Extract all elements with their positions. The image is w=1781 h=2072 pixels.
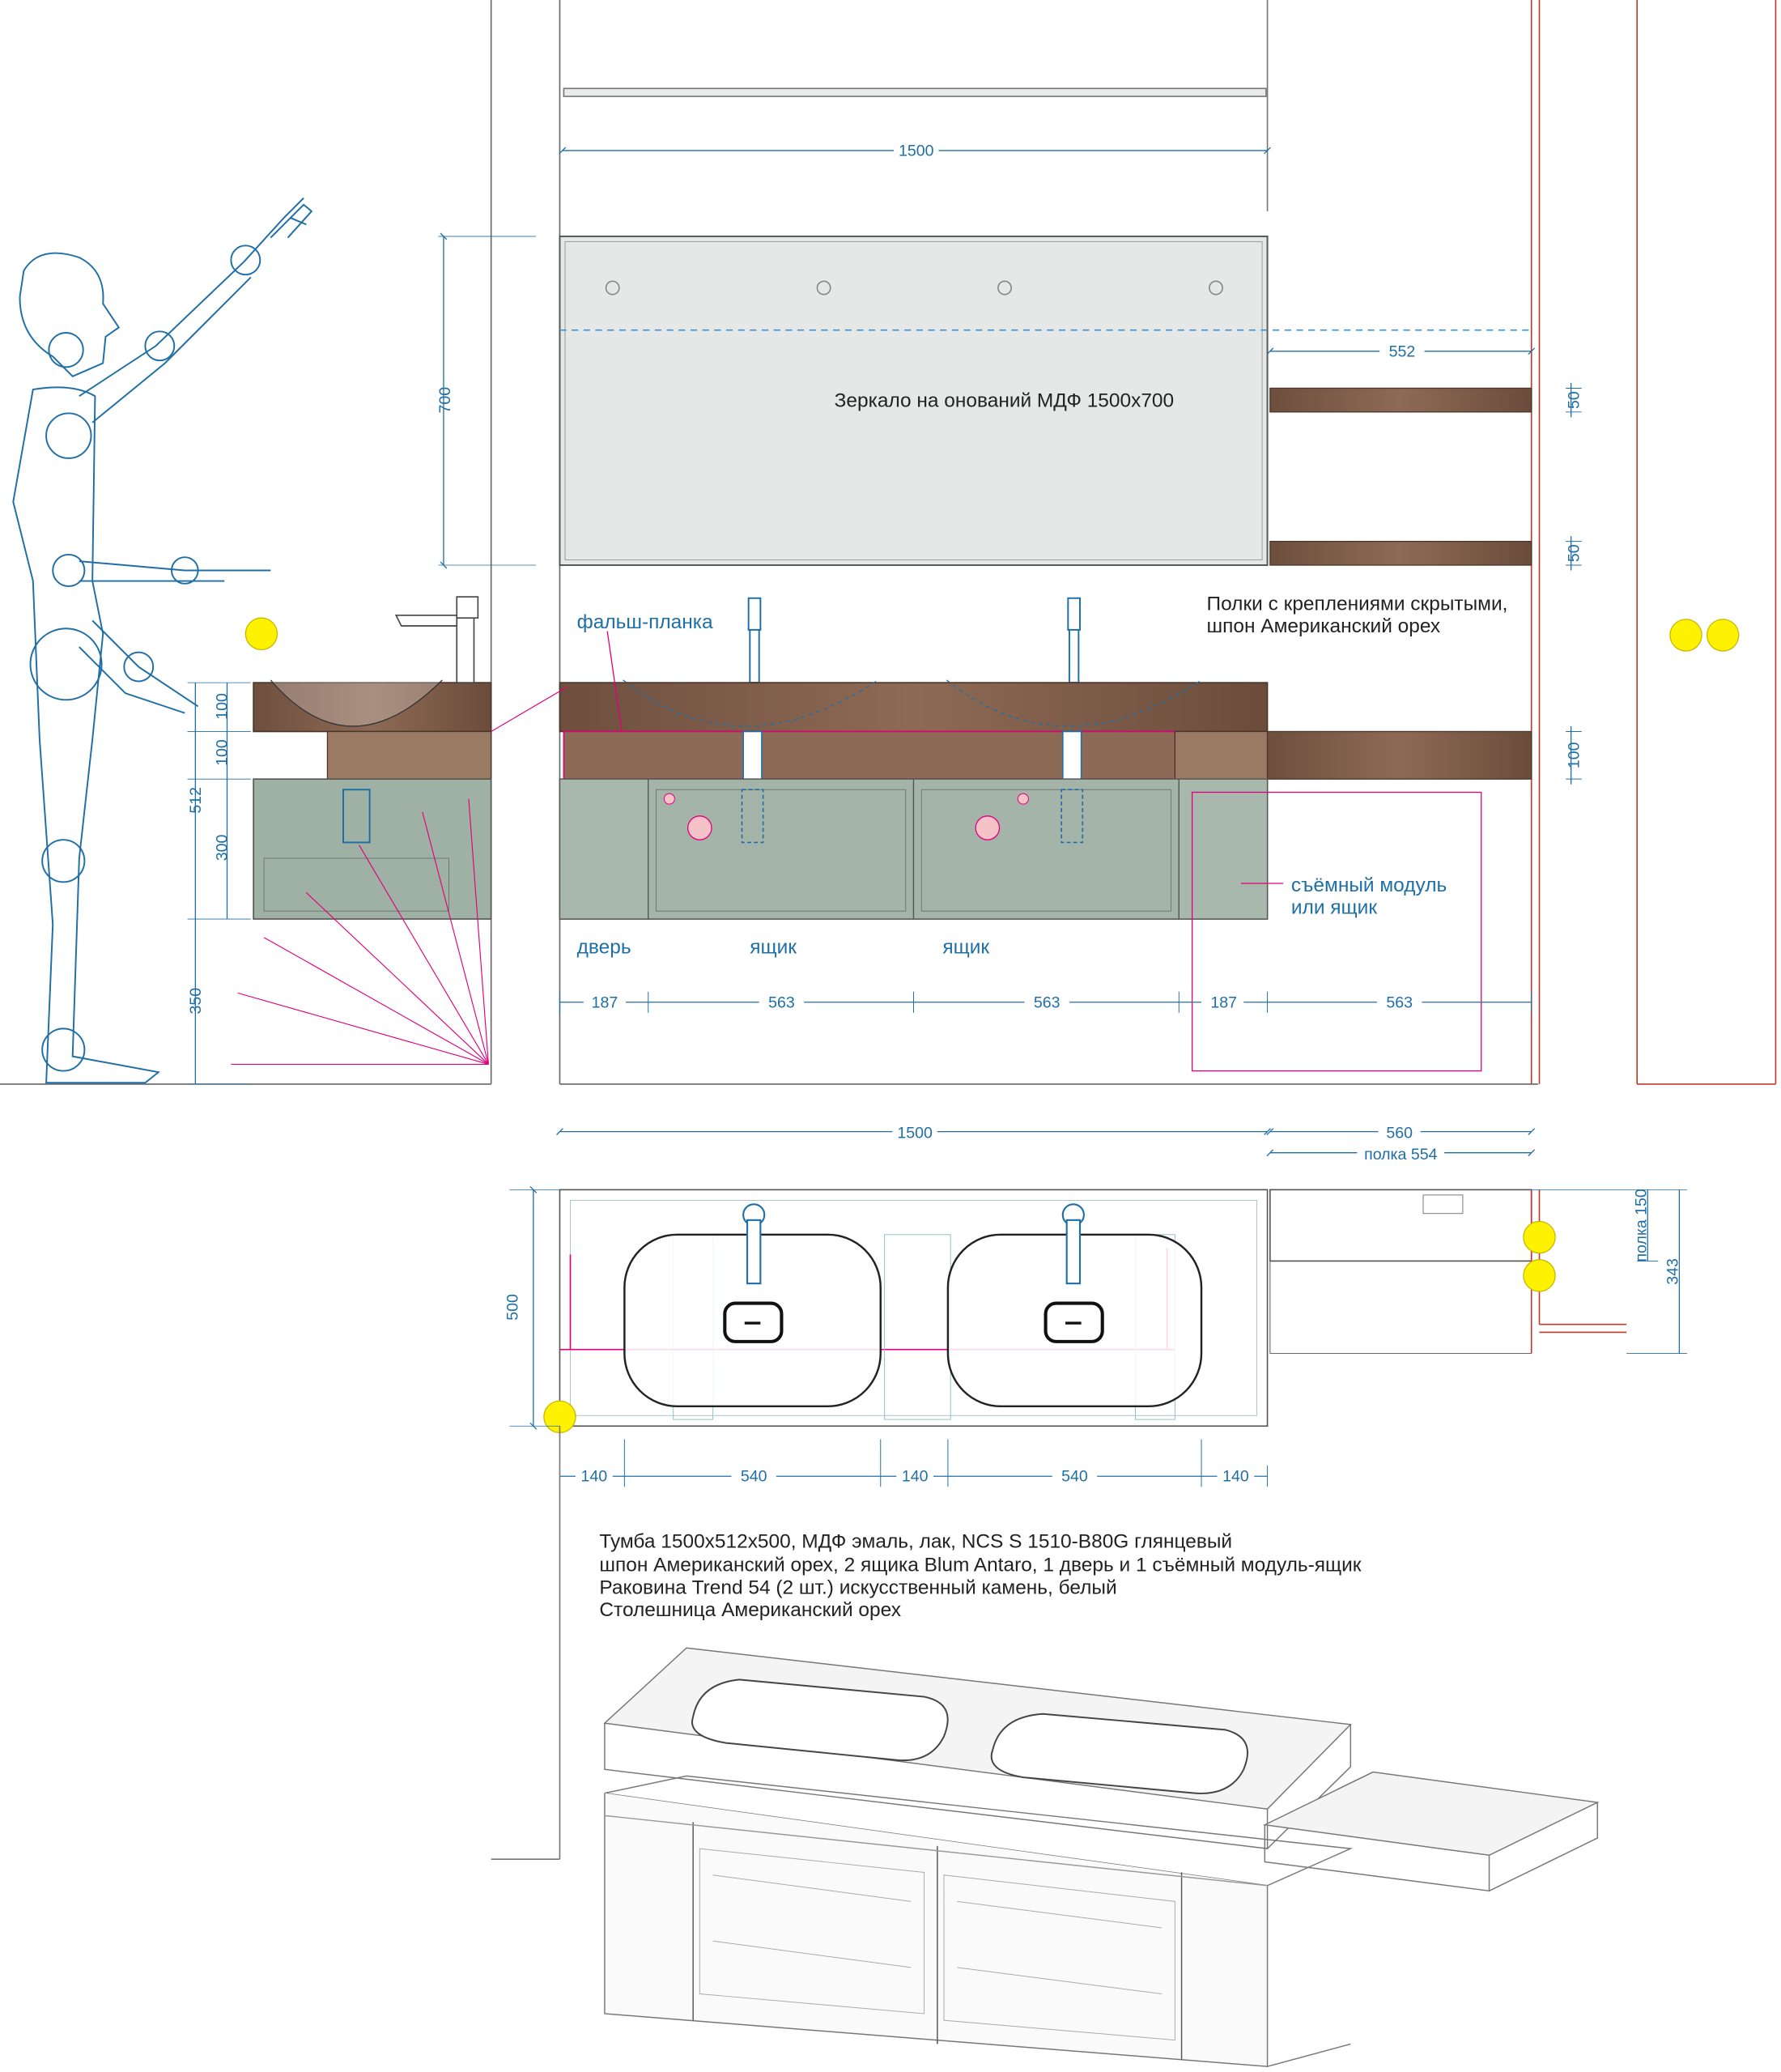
dim-plan-b1: 140 (581, 1468, 608, 1486)
marker-yellow-3 (1706, 619, 1740, 652)
dim-w-drawer2: 563 (1034, 993, 1061, 1011)
faucet-left (747, 597, 762, 684)
dim-bottom-shelf: 100 (1565, 742, 1583, 768)
shelf-bottom (1266, 730, 1532, 780)
cabinet-door (559, 778, 649, 920)
dim-side-100a: 100 (213, 693, 231, 720)
width-dims: 187 563 563 187 563 (559, 991, 1532, 1013)
shelf-upper (1269, 387, 1532, 413)
dim-plan-shelf-total: 560 (1386, 1125, 1413, 1142)
removable-label-2: или ящик (1291, 897, 1377, 919)
spec-line-2: шпон Американский орех, 2 ящика Blum Ant… (599, 1555, 1361, 1576)
dim-plan-shelf-343: 343 (1664, 1258, 1682, 1285)
drawer-2 (912, 778, 1180, 920)
plan-view: 1500 560 полка 554 (491, 1122, 1688, 1860)
dim-w-module: 187 (1210, 993, 1237, 1011)
dim-plan-shelf-label: полка 554 (1364, 1146, 1437, 1164)
lamp-bar (563, 87, 1267, 97)
false-panel-label: фальш-планка (577, 611, 713, 633)
shelf-middle (1269, 540, 1532, 566)
removable-module-front (1178, 778, 1269, 920)
dim-w-door: 187 (592, 993, 618, 1011)
mirror-label: Зеркало на онований МДФ 1500х700 (835, 389, 1174, 411)
plan-shelf (1269, 1189, 1532, 1262)
dim-w-shelf: 563 (1386, 993, 1413, 1011)
shelves-label-1: Полки с креплениями скрытыми, (1207, 593, 1508, 615)
marker-yellow-4 (1523, 1220, 1556, 1254)
spec-block: Тумба 1500х512х500, МДФ эмаль, лак, NCS … (599, 1530, 1361, 1621)
dim-side-512: 512 (187, 787, 205, 814)
drawer-1 (648, 778, 915, 920)
door-label: дверь (577, 936, 631, 958)
drawer-2-label: ящик (942, 936, 989, 958)
dim-plan-b5: 140 (1222, 1468, 1249, 1486)
spec-line-3: Раковина Trend 54 (2 шт.) искусственный … (599, 1576, 1116, 1598)
swing-lines (231, 686, 568, 1065)
dim-shelf-thk-2: 50 (1565, 544, 1583, 562)
side-faucet (394, 596, 479, 683)
dim-plan-shelf-150: полка 150 (1633, 1189, 1651, 1261)
drawer-1-label: ящик (750, 936, 797, 958)
dim-w-drawer1: 563 (768, 993, 795, 1011)
marker-yellow-1 (244, 617, 278, 651)
side-view: 100 100 512 300 350 (12, 197, 568, 1085)
faucet-right (1067, 597, 1081, 684)
dim-side-300: 300 (213, 835, 231, 862)
marker-yellow-2 (1669, 619, 1702, 652)
dim-shelf-thk-1: 50 (1565, 391, 1583, 409)
spec-line-1: Тумба 1500х512х500, МДФ эмаль, лак, NCS … (599, 1530, 1232, 1552)
shelves-label-2: шпон Американский орех (1207, 615, 1441, 637)
plan-faucet-left (742, 1203, 766, 1285)
marker-yellow-5 (1523, 1259, 1556, 1292)
dim-plan-b4: 540 (1061, 1468, 1088, 1486)
dim-mirror-width: 1500 (899, 142, 934, 160)
removable-label-1: съёмный модуль (1291, 874, 1447, 896)
dim-plan-b3: 140 (902, 1468, 929, 1486)
dim-plan-b2: 540 (741, 1468, 767, 1486)
false-panel (563, 730, 1176, 780)
front-elevation: 1500 Зеркало на онований МДФ 1500х700 70… (0, 0, 1777, 1085)
spec-line-4: Столешница Американский орех (599, 1599, 901, 1621)
dim-plan-depth: 500 (504, 1294, 521, 1321)
human-figure (12, 197, 313, 1084)
side-dims: 100 100 512 300 350 (187, 682, 251, 1085)
mirror (559, 235, 1269, 566)
dim-plan-total: 1500 (897, 1125, 933, 1142)
removable-module-outline (1191, 791, 1482, 1072)
dim-side-350: 350 (187, 988, 205, 1015)
dim-mirror-height: 700 (436, 387, 454, 414)
plan-bottom-dims: 140 540 140 540 140 (559, 1439, 1269, 1487)
dim-side-100b: 100 (213, 739, 231, 766)
plan-faucet-right (1061, 1203, 1085, 1285)
isometric-view (603, 1647, 1600, 2067)
dim-shelf-length: 552 (1389, 342, 1416, 360)
side-cabinet (253, 778, 492, 920)
